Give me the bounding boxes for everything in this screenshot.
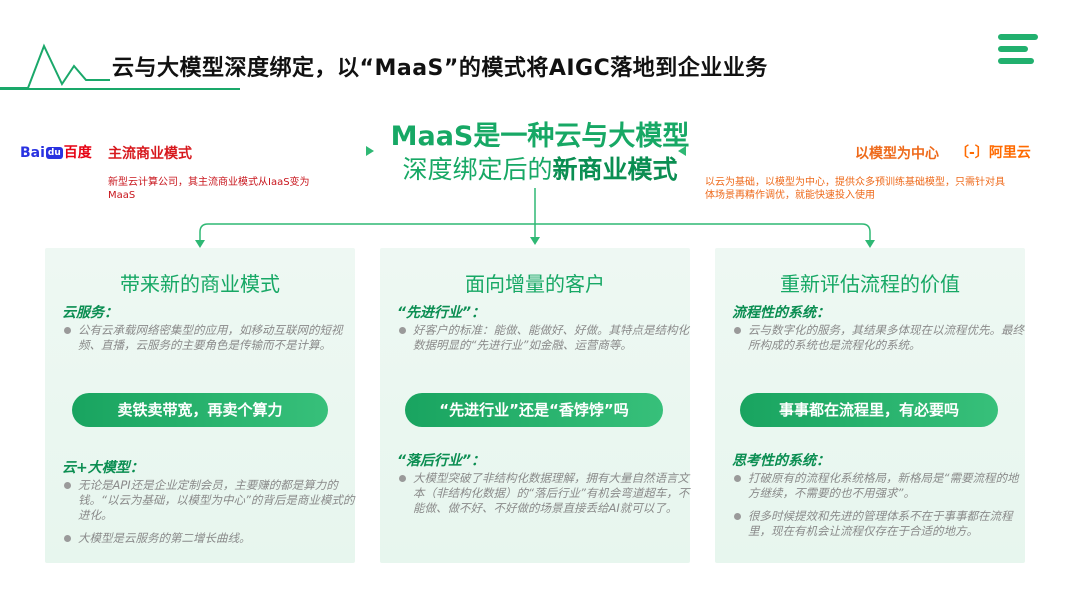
highlight-pill: “先进行业”还是“香饽饽”吗 — [405, 393, 663, 427]
bullet-text: 大模型突破了非结构化数据理解，拥有大量自然语言文本（非结构化数据）的“落后行业”… — [397, 471, 693, 516]
aliyun-description: 以云为基础，以模型为中心，提供众多预训练基础模型，只需针对具体场景再精作调优，就… — [705, 177, 1005, 201]
page-title: 云与大模型深度绑定，以“MaaS”的模式将AIGC落地到企业业务 — [112, 56, 768, 81]
branch-connector — [199, 223, 871, 244]
aliyun-logo: 〔-〕阿里云 — [955, 145, 1031, 161]
title-underline — [0, 88, 240, 90]
menu-logo-icon — [998, 34, 1038, 68]
panel-title: 面向增量的客户 — [465, 272, 605, 296]
section-title: “先进行业”： — [397, 305, 486, 321]
highlight-pill: 事事都在流程里，有必要吗 — [740, 393, 998, 427]
baidu-model-label: 主流商业模式 — [108, 146, 192, 162]
bullet-text: 云与数字化的服务，其结果多体现在以流程优先。最终所构成的系统也是流程化的系统。 — [732, 323, 1028, 353]
section-title: “落后行业”： — [397, 453, 486, 469]
aliyun-symbol-icon: 〔-〕 — [955, 145, 989, 161]
baidu-description: 新型云计算公司，其主流商业模式从IaaS变为MaaS — [108, 177, 310, 201]
section-title: 云+大模型： — [62, 460, 144, 476]
center-headline-line2: 深度绑定后的新商业模式 — [402, 155, 678, 184]
bullet-text: 无论是API还是企业定制会员，主要赚的都是算力的钱。“以云为基础，以模型为中心”… — [62, 478, 358, 523]
bullet-text: 很多时候提效和先进的管理体系不在于事事都在流程里，现在有机会让流程仅存在于合适的… — [732, 509, 1028, 539]
section-title: 流程性的系统： — [732, 305, 830, 321]
panel-title: 带来新的商业模式 — [120, 272, 280, 296]
section-title: 云服务： — [62, 305, 118, 321]
baidu-paw-icon: du — [45, 147, 63, 159]
highlight-pill: 卖铁卖带宽，再卖个算力 — [72, 393, 328, 427]
bullet-text: 大模型是云服务的第二增长曲线。 — [62, 531, 358, 546]
connector-arrows — [195, 146, 875, 248]
center-headline-emphasis: 新商业模式 — [552, 155, 678, 184]
aliyun-model-label: 以模型为中心 — [855, 146, 939, 162]
bullet-text: 公有云承载网络密集型的应用，如移动互联网的短视频、直播，云服务的主要角色是传输而… — [62, 323, 358, 353]
bullet-text: 打破原有的流程化系统格局，新格局是“需要流程的地方继续，不需要的也不用强求”。 — [732, 471, 1028, 501]
right-arrow-head — [678, 146, 686, 156]
bullet-text: 好客户的标准：能做、能做好、好做。其特点是结构化数据明显的“先进行业”如金融、运… — [397, 323, 693, 353]
left-arrow-head — [366, 146, 374, 156]
section-title: 思考性的系统： — [732, 453, 830, 469]
center-headline-line1: MaaS是一种云与大模型 — [390, 121, 690, 152]
panel-title: 重新评估流程的价值 — [780, 272, 960, 296]
